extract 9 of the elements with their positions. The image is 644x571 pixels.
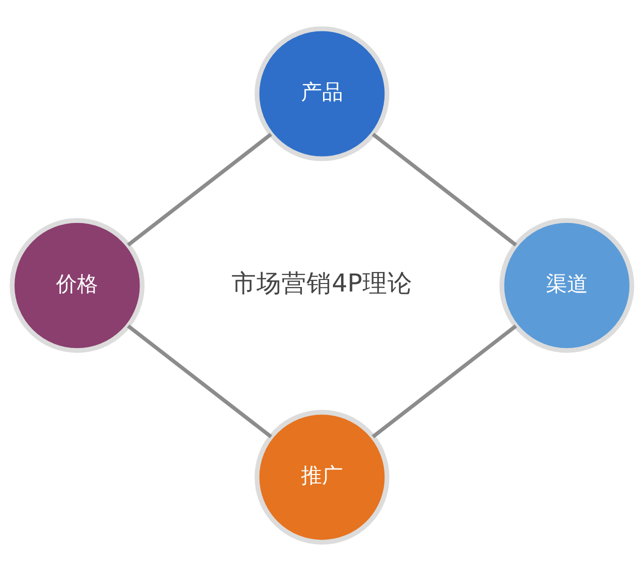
connector [126, 132, 272, 247]
connector [127, 324, 272, 438]
node-circle: 价格 [10, 218, 145, 353]
node-circle: 渠道 [499, 218, 634, 353]
node-circle: 产品 [254, 26, 390, 162]
node-circle: 推广 [254, 410, 390, 545]
connector [372, 324, 517, 438]
label: 市场营销4P理论 [232, 268, 412, 298]
connector [372, 132, 518, 247]
